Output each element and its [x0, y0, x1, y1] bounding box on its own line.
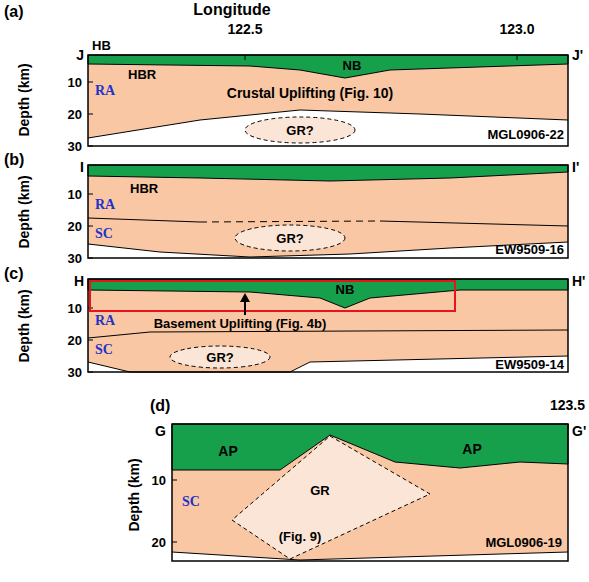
profile-end: I [80, 160, 84, 174]
axis-title: Depth (km) [127, 458, 141, 531]
axis-title: Longitude [193, 2, 270, 18]
axis-title: Depth (km) [17, 63, 31, 136]
region-name: HBR [128, 68, 156, 81]
profile-end: G' [572, 424, 586, 438]
unit-name: GR? [276, 232, 303, 245]
region-name: HB [92, 39, 111, 52]
annotation: Basement Uplifting (Fig. 4b) [154, 317, 327, 330]
profile-end: H [74, 274, 84, 288]
unit-name: RA [95, 314, 115, 328]
tick-label: 10 [68, 76, 82, 89]
basin-name: NB [336, 283, 355, 296]
panel-b [88, 165, 568, 258]
outline [232, 436, 430, 559]
outline [245, 117, 355, 143]
axis-title: Depth (km) [17, 175, 31, 248]
tick-label: 122.5 [227, 22, 262, 36]
unit-name: GR? [286, 124, 313, 137]
profile-name: EW9509-14 [495, 358, 564, 371]
outline [235, 225, 345, 251]
unit-name: SC [95, 343, 113, 357]
unit-name: AP [218, 444, 237, 458]
intrusion-ellipse: GR? [170, 346, 270, 368]
tick-label: 30 [68, 140, 82, 153]
panel-letter: (b) [4, 152, 24, 168]
tick-label: 20 [68, 334, 82, 347]
tick-label: 123.5 [550, 398, 585, 412]
panel-d [172, 424, 568, 561]
axis-title: Depth (km) [17, 289, 31, 362]
unit-name: AP [462, 442, 481, 456]
profile-end: H' [572, 274, 585, 288]
tick-label: 10 [68, 188, 82, 201]
basin-name: NB [343, 59, 362, 72]
tick-label: 20 [152, 536, 166, 549]
panel-letter: (c) [4, 266, 24, 282]
unit-name: RA [95, 84, 115, 98]
unit-name: SC [95, 227, 113, 241]
tick-label: 123.0 [499, 22, 534, 36]
profile-end: J [76, 48, 84, 62]
intrusion-ellipse: GR? [235, 225, 345, 251]
tick-label: 20 [68, 220, 82, 233]
profile-name: MGL0906-22 [487, 128, 564, 141]
profile-end: J' [572, 48, 583, 62]
profile-end: I' [572, 160, 579, 174]
unit-name: GR? [206, 351, 233, 364]
panel-c [88, 279, 568, 372]
tick-label: 10 [68, 302, 82, 315]
tick-label: 20 [68, 108, 82, 121]
outline [232, 436, 430, 559]
unit-name: SC [182, 495, 200, 509]
profile-name: EW9509-16 [495, 243, 564, 256]
unit-name: RA [95, 198, 115, 212]
panel-letter: (d) [150, 398, 170, 414]
panel-a [88, 55, 568, 146]
tick-label: 30 [68, 252, 82, 265]
profile-name: MGL0906-19 [485, 536, 562, 549]
profile-end: G [155, 424, 166, 438]
annotation: Crustal Uplifting (Fig. 10) [227, 86, 393, 100]
region-name: HBR [130, 182, 158, 195]
annotation: (Fig. 9) [279, 530, 322, 543]
unit-name: GR [310, 484, 330, 497]
panel-letter: (a) [4, 4, 24, 20]
intrusion-ellipse: GR? [245, 117, 355, 143]
intrusion-body: GR [232, 436, 430, 559]
outline [170, 346, 270, 368]
tick-label: 30 [68, 366, 82, 379]
tick-label: 10 [152, 474, 166, 487]
